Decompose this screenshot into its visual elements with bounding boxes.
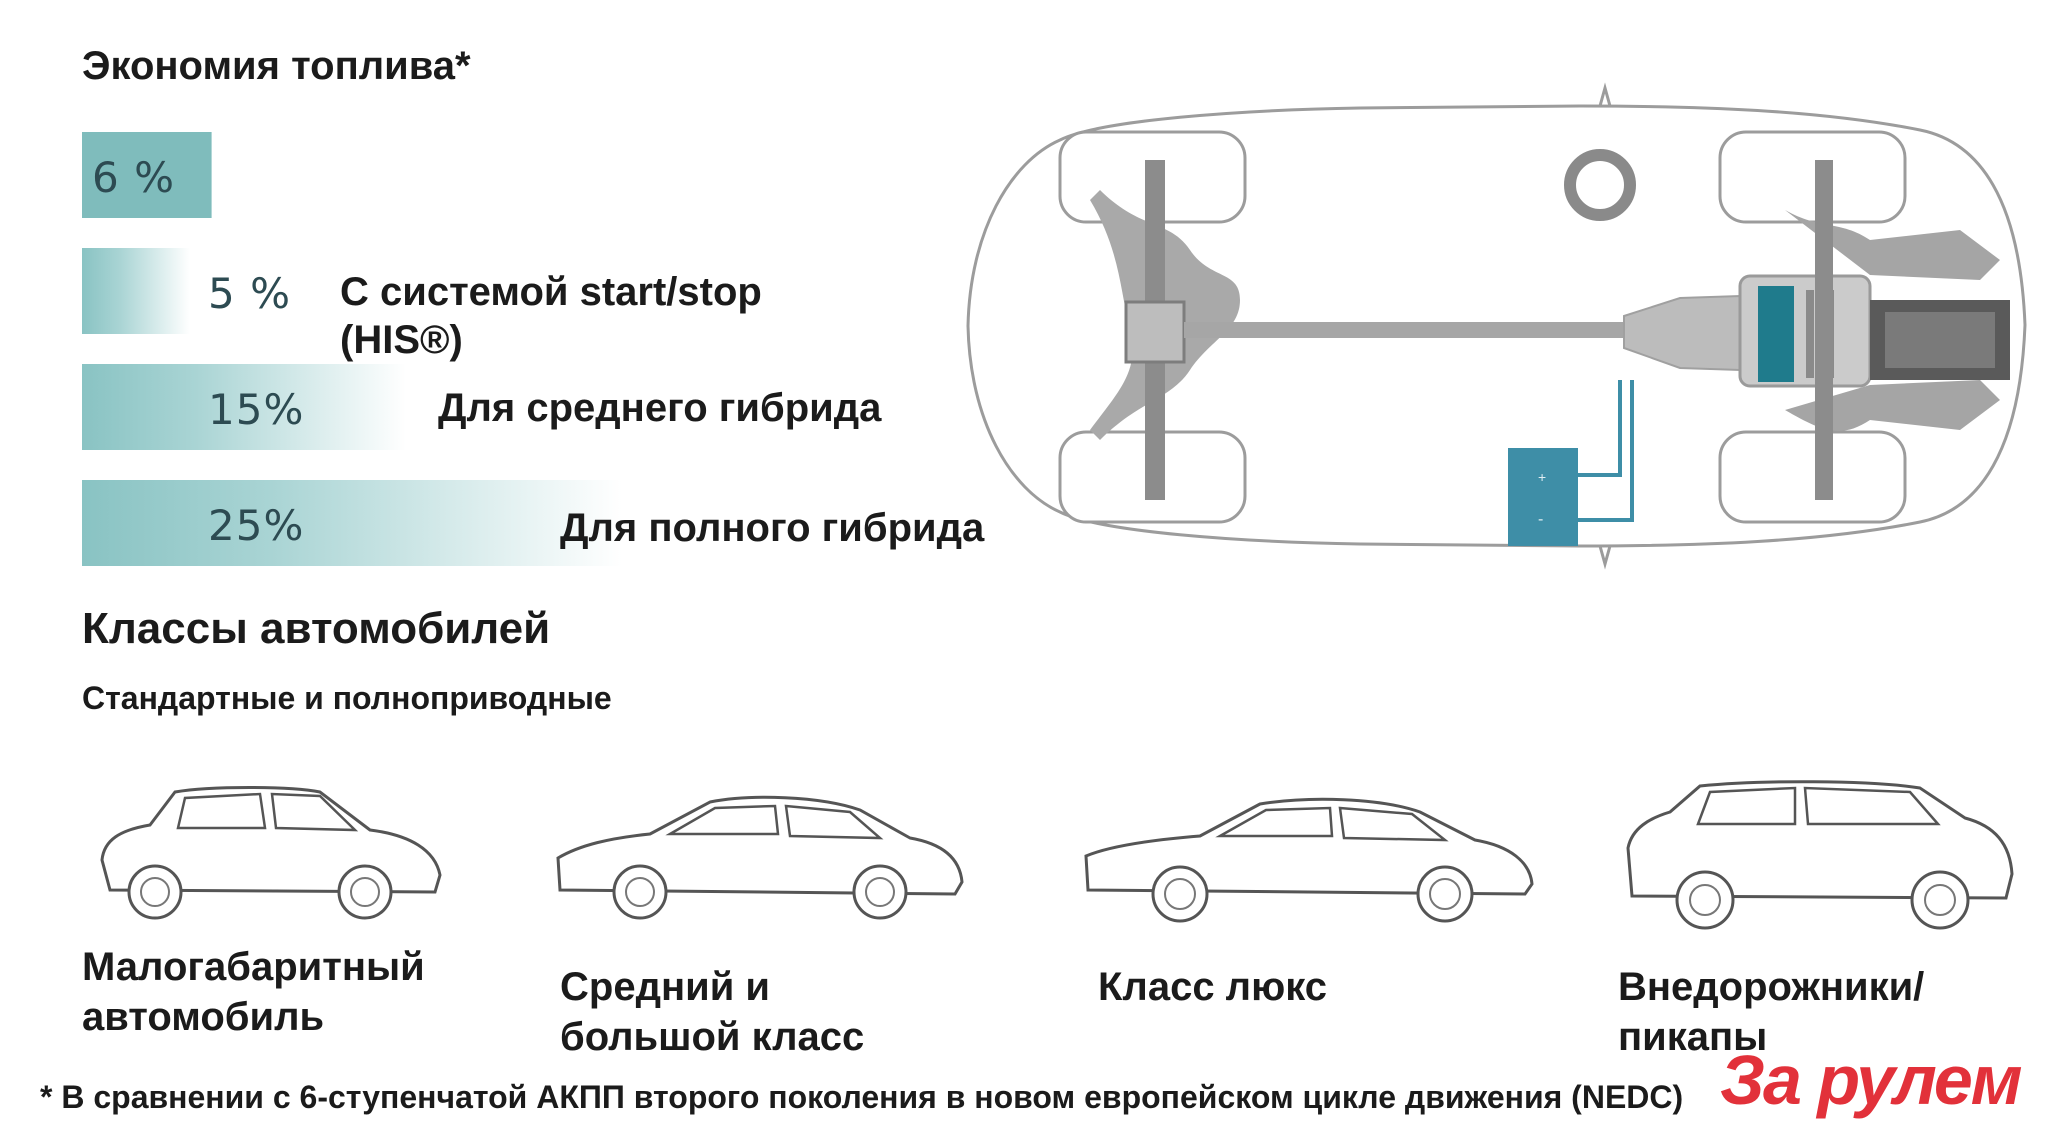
class-label-midsize: Средний и большой класс: [560, 962, 864, 1062]
bar-1: [82, 248, 190, 334]
hybrid-drivetrain-illustration: + -: [966, 82, 2027, 570]
bar-value-label-1: 5 %: [208, 269, 291, 318]
bar-2: [82, 364, 406, 450]
class-label-luxury-line1: Класс люкс: [1098, 965, 1327, 1009]
class-label-luxury: Класс люкс: [1098, 962, 1327, 1012]
battery-minus-label: -: [1538, 511, 1543, 528]
car-hatchback-icon: [100, 786, 442, 920]
class-label-midsize-line1: Средний и: [560, 965, 770, 1009]
bar-3: [82, 480, 622, 566]
bar-0: [82, 132, 212, 218]
class-label-compact: Малогабаритный автомобиль: [82, 942, 425, 1042]
bar-value-label-2: 15%: [208, 385, 304, 434]
class-label-midsize-line2: большой класс: [560, 1015, 865, 1059]
car-luxury-icon: [1084, 797, 1534, 923]
chart-title: Экономия топлива*: [82, 44, 471, 88]
bar-value-label-0: 6 %: [92, 153, 175, 202]
section-title: Классы автомобилей: [82, 604, 551, 653]
class-label-compact-line1: Малогабаритный: [82, 945, 425, 989]
zarulem-logo: За рулем: [1720, 1041, 2023, 1119]
bar-value-label-3: 25%: [208, 501, 304, 550]
car-sedan-icon: [556, 795, 964, 920]
bar-label-start-stop: С системой start/stop (HIS®): [340, 268, 762, 364]
class-label-suv-line2: пикапы: [1618, 1015, 1768, 1059]
bar-label-start-stop-line2: (HIS®): [340, 318, 463, 362]
class-label-compact-line2: автомобиль: [82, 995, 325, 1039]
class-label-suv-line1: Внедорожники/: [1618, 965, 1925, 1009]
battery-plus-label: +: [1538, 469, 1546, 485]
car-suv-icon: [1626, 780, 2014, 930]
fuel-economy-bar-chart: 6 % 5 % 15% 25%: [82, 132, 622, 566]
bars-group: 6 % 5 % 15% 25%: [82, 132, 622, 566]
footnote: * В сравнении с 6-ступенчатой АКПП второ…: [40, 1079, 1684, 1115]
class-label-suv: Внедорожники/ пикапы: [1618, 962, 1924, 1062]
bar-label-full-hybrid: Для полного гибрида: [560, 506, 985, 550]
bar-label-mild-hybrid: Для среднего гибрида: [438, 386, 882, 430]
section-subtitle: Стандартные и полноприводные: [82, 680, 612, 716]
bar-label-start-stop-line1: С системой start/stop: [340, 270, 762, 314]
